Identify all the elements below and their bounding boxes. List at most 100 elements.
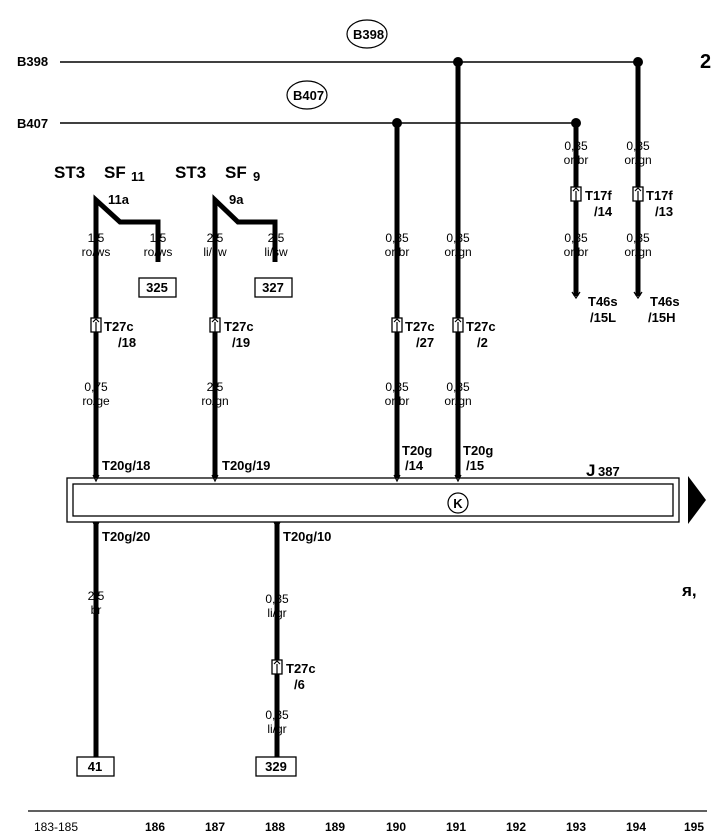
reference-box: [138, 277, 177, 298]
reference-box: [255, 756, 297, 777]
connector-name: T27c: [405, 319, 435, 334]
fuse-sf11-link: [93, 194, 161, 262]
connector-symbol: [570, 186, 582, 202]
reference-box: [76, 756, 115, 777]
terminal-name: T46s: [650, 294, 680, 309]
wire-size: 2,5: [207, 231, 224, 245]
wire-size: 0,35: [564, 139, 588, 153]
column-number: 189: [325, 820, 345, 834]
pin-label-pin: /14: [405, 458, 424, 473]
fuse-group-label: ST3: [54, 163, 85, 182]
wire-color: br: [91, 603, 102, 617]
bus-label-b407: B407: [17, 116, 48, 131]
fuse-group-label: ST3: [175, 163, 206, 182]
connector-symbol: [209, 317, 221, 333]
module-sub: 387: [598, 464, 620, 479]
connector-name: T27c: [104, 319, 134, 334]
wire-size: 0,75: [84, 380, 108, 394]
column-number: 187: [205, 820, 225, 834]
pin-label: T20g/10: [283, 529, 331, 544]
wire-size: 0,35: [265, 592, 289, 606]
wire-color: li/sw: [264, 245, 288, 259]
wire-color: ro/gn: [201, 394, 228, 408]
reference-number: 325: [146, 280, 168, 295]
wire-color: ro/ws: [82, 245, 111, 259]
page-reference: 2: [700, 51, 711, 73]
wire-size: 1,5: [88, 231, 105, 245]
wire-size: 0,35: [564, 231, 588, 245]
pin-label: T20g/19: [222, 458, 270, 473]
wire-color: li/gr: [267, 722, 286, 736]
terminal-arrow: [571, 291, 581, 300]
connector-symbol: [391, 317, 403, 333]
bus-marker-b407: [286, 80, 328, 110]
wire-color: or/gn: [444, 245, 471, 259]
fuse-number: 11: [131, 169, 145, 184]
wire-size: 0,35: [446, 380, 470, 394]
reference-box: [254, 277, 293, 298]
connector-name: T27c: [286, 661, 316, 676]
edge-text-fragment: я,: [681, 581, 697, 600]
wire-size: 0,35: [265, 708, 289, 722]
pin-tick: [211, 474, 219, 483]
wire-size: 2,5: [207, 380, 224, 394]
connector-name: T27c: [466, 319, 496, 334]
wire-color: or/gn: [624, 245, 651, 259]
column-number: 186: [145, 820, 165, 834]
fuse-number: 9: [253, 169, 260, 184]
pin-label: T20g/18: [102, 458, 150, 473]
column-number: 195: [684, 820, 704, 834]
wire-size: 0,35: [446, 231, 470, 245]
wire-color: or/br: [564, 153, 589, 167]
connector-pin: /13: [655, 204, 673, 219]
bus-marker-b398: [346, 19, 388, 49]
wire-size: 2,5: [268, 231, 285, 245]
module-symbol: K: [453, 496, 463, 511]
terminal-name: T46s: [588, 294, 618, 309]
fuse-contact: 11a: [108, 192, 130, 207]
reference-number: 41: [88, 759, 102, 774]
column-number: 190: [386, 820, 406, 834]
pin-label-name: T20g: [463, 443, 493, 458]
bus-marker-b398-text: B398: [353, 27, 384, 42]
wire-color: ro/ge: [82, 394, 110, 408]
wire-size: 0,35: [626, 231, 650, 245]
connector-name: T27c: [224, 319, 254, 334]
pin-tick: [393, 474, 401, 483]
pin-tick: [273, 521, 281, 530]
wire-color: or/br: [385, 245, 410, 259]
wire-size: 0,35: [626, 139, 650, 153]
column-number: 183-185: [34, 820, 78, 834]
connector-symbol: [90, 317, 102, 333]
bus-label-b398: B398: [17, 54, 48, 69]
wire-size: 1,5: [150, 231, 167, 245]
module-symbol-circle: [447, 492, 469, 514]
fuse-sf9-link: [212, 194, 278, 262]
wire-color: or/br: [385, 394, 410, 408]
fuse-name-label: SF: [225, 163, 247, 182]
fuse-contact: 9a: [229, 192, 244, 207]
connector-name: T17f: [585, 188, 612, 203]
connector-pin: /2: [477, 335, 488, 350]
continuation-arrow-icon: [688, 476, 706, 524]
pin-label-pin: /15: [466, 458, 484, 473]
connector-symbol: [632, 186, 644, 202]
wire-color: li/sw: [203, 245, 227, 259]
reference-number: 329: [265, 759, 287, 774]
wire-size: 0,35: [385, 380, 409, 394]
wire-color: ro/ws: [144, 245, 173, 259]
column-number: 193: [566, 820, 586, 834]
pin-tick: [92, 521, 100, 530]
connector-pin: /27: [416, 335, 434, 350]
pin-tick: [454, 474, 462, 483]
fuse-name-label: SF: [104, 163, 126, 182]
pin-label-name: T20g: [402, 443, 432, 458]
connector-pin: /14: [594, 204, 613, 219]
wire-color: or/gn: [444, 394, 471, 408]
pin-tick: [92, 474, 100, 483]
column-number: 191: [446, 820, 466, 834]
wire-size: 2,5: [88, 589, 105, 603]
connector-pin: /6: [294, 677, 305, 692]
wire-size: 0,35: [385, 231, 409, 245]
